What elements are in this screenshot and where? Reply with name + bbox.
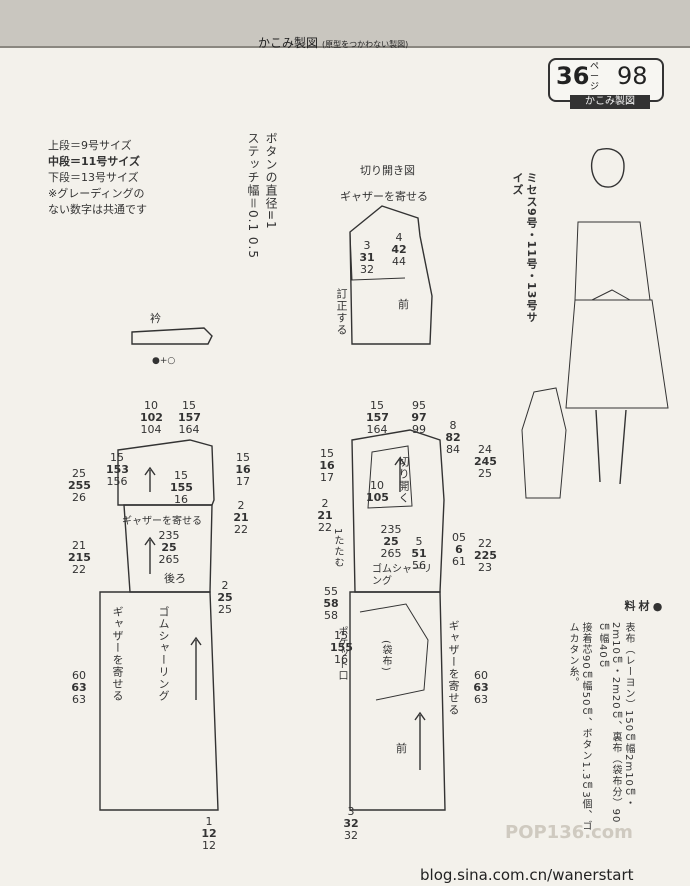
model-skirt [565, 299, 669, 409]
model-bodice [574, 221, 651, 301]
badge-page-number: 36 [556, 62, 590, 90]
detail-gather: ギャザーを寄せる [340, 190, 428, 203]
detail-front: 前 [398, 298, 409, 311]
title-subtitle: (原型をつかわない製図) [322, 40, 409, 49]
badge-caption: かこみ製図 [570, 95, 650, 109]
button-note: ボタンの直径=1 [264, 132, 278, 230]
detail-slash-line [349, 231, 406, 281]
front-slit-label: 切り開く [397, 456, 410, 504]
pattern-badge [548, 58, 664, 102]
legend-line-2: 中段＝11号サイズ [48, 155, 140, 168]
front-slash-panel [367, 445, 413, 509]
stitch-note: ステッチ幅＝0.1 0.5 [246, 132, 260, 259]
small-dress [521, 387, 567, 499]
legend-line-3: 下段＝13号サイズ [48, 171, 139, 184]
collar-outline [131, 327, 213, 345]
grain-arrow-back-skirt [190, 636, 202, 700]
header-band [0, 0, 690, 48]
detail-bodice-outline [349, 205, 433, 345]
collar-symbols: ●+○ [152, 356, 176, 366]
badge-page-label: ページ [590, 62, 600, 92]
model-head [591, 148, 625, 188]
detail-mark: 訂正する [335, 288, 348, 336]
front-tuck-label: 1たたむ [332, 528, 343, 569]
front-pocket-label: ポケット口 [336, 626, 347, 681]
header-rule [0, 46, 690, 48]
pocket-bag-outline [359, 603, 429, 701]
badge-pattern-number: 98 [617, 62, 648, 90]
model-legs [595, 409, 627, 485]
back-shirring-label: ゴムシャーリング [157, 606, 170, 702]
size-legend: 上段＝9号サイズ 中段＝11号サイズ 下段＝13号サイズ ※グレーディングの な… [48, 138, 147, 218]
legend-line-5: ない数字は共通です [48, 203, 147, 216]
back-skirt-gather-label: ギャザーを寄せる [111, 606, 124, 702]
page-title: かこみ製図(原型をつかわない製図) [258, 34, 408, 51]
collar-label: 衿 [150, 312, 161, 325]
front-pocket-bag-label: (袋布) [380, 640, 391, 672]
title-text: かこみ製図 [258, 36, 319, 50]
back-yoke-outline [117, 439, 215, 506]
back-skirt-outline [99, 591, 219, 811]
blog-watermark: blog.sina.com.cn/wanerstart [420, 866, 634, 884]
grain-arrow-front-skirt [414, 711, 426, 770]
materials-text-2: 接着芯90㎝幅50㎝、ボタン1.3㎝3個、ゴムカタン糸。 [567, 622, 591, 832]
size-note: ミセス9号・11号・13号サイズ [511, 172, 538, 324]
grain-arrow-back [144, 536, 156, 574]
grain-arrow-yoke [144, 466, 156, 492]
pop-watermark: POP136.com [505, 822, 633, 843]
back-gather-label: ギャザーを寄せる [122, 516, 202, 527]
front-skirt-outline [349, 591, 446, 811]
legend-line-4: ※グレーディングの [48, 187, 145, 200]
front-shirring-label: ゴムシャーリング [372, 564, 432, 587]
materials-text-1: 表布（レーヨン）150㎝幅2m10㎝・2m10㎝・2m20㎝、裏布（袋布分）90… [597, 622, 634, 824]
back-label: 後ろ [164, 572, 186, 585]
detail-title: 切り開き図 [360, 164, 415, 177]
front-skirt-gather-label: ギャザーを寄せる [447, 620, 460, 716]
grain-arrow-front [394, 456, 406, 492]
front-label: 前 [396, 742, 407, 755]
legend-line-1: 上段＝9号サイズ [48, 139, 132, 152]
materials-heading: ●材料 [623, 600, 664, 614]
